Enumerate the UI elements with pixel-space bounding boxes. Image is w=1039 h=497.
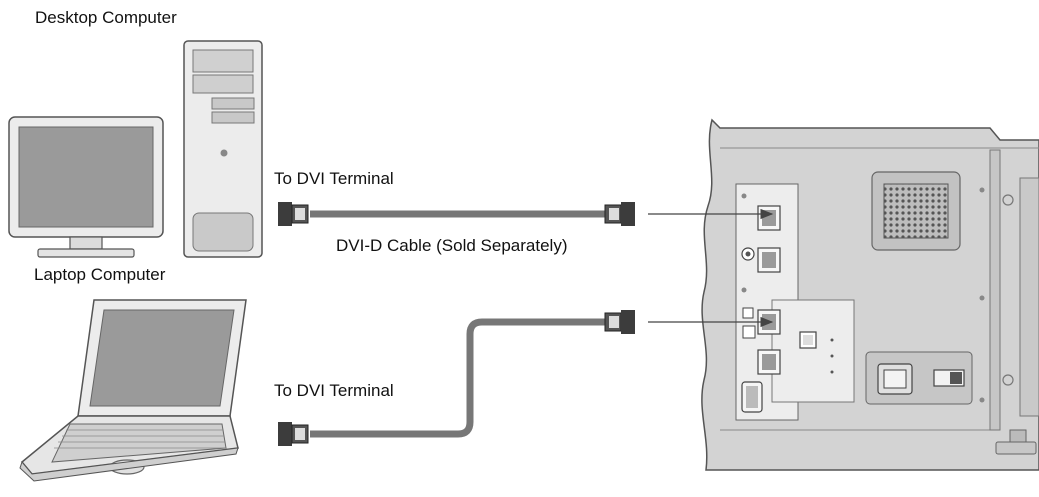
projector-rear-panel-icon: [701, 118, 1039, 471]
monitor-icon: [8, 116, 164, 258]
cable-label: DVI-D Cable (Sold Separately): [336, 236, 568, 255]
dvi-terminal-label-bottom: To DVI Terminal: [274, 381, 394, 400]
dvi-connector-icon: [278, 422, 309, 446]
dvi-connector-icon: [278, 202, 309, 226]
desktop-computer-label: Desktop Computer: [35, 8, 177, 27]
dvi-cable-top: [278, 202, 635, 226]
dvi-connector-icon: [604, 202, 635, 226]
dvi-cable-bottom: [278, 310, 635, 446]
dvi-terminal-label-top: To DVI Terminal: [274, 169, 394, 188]
dvi-connector-icon: [604, 310, 635, 334]
laptop-icon: [19, 299, 247, 482]
desktop-tower-icon: [183, 40, 263, 258]
laptop-computer-label: Laptop Computer: [34, 265, 166, 284]
